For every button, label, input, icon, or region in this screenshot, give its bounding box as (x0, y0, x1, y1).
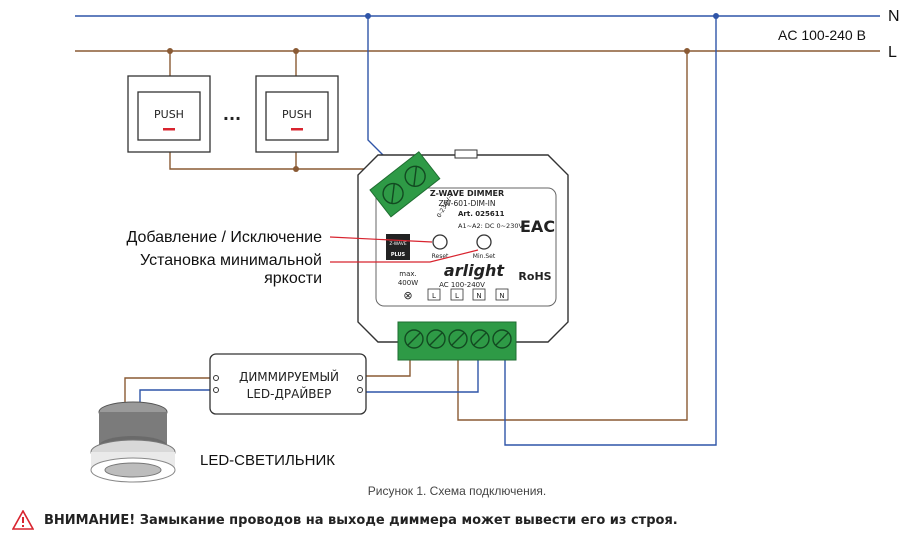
max-label: max. (399, 270, 416, 278)
svg-text:PLUS: PLUS (391, 252, 406, 258)
terminal-label: N (499, 292, 504, 300)
push-label: PUSH (282, 108, 312, 121)
reset-button[interactable] (432, 234, 448, 250)
power-label: 400W (398, 279, 418, 287)
dimmer-model: ZW-601-DIM-IN (439, 199, 496, 208)
push-switch-1: PUSH (127, 75, 211, 153)
figure-caption: Рисунок 1. Схема подключения. (367, 484, 547, 498)
eac-mark: EAC (520, 217, 555, 236)
callout-line (330, 249, 479, 263)
dimmer-art: Art. 025611 (458, 210, 505, 218)
led-driver: ДИММИРУЕМЫЙ LED-ДРАЙВЕР (209, 353, 367, 415)
min-set-button[interactable] (476, 234, 492, 250)
push-label: PUSH (154, 108, 184, 121)
led-luminaire-icon (90, 401, 176, 483)
zwave-plus-badge (386, 234, 410, 260)
terminal-label: L (455, 292, 459, 300)
warning-block: ВНИМАНИЕ! Замыкание проводов на выходе д… (12, 510, 678, 530)
neutral-label: N (888, 8, 900, 25)
callout-line (329, 236, 433, 243)
input-terminal-block (369, 151, 441, 218)
voltage-label: AC 100-240 B (778, 27, 866, 43)
driver-label-2: LED-ДРАЙВЕР (247, 386, 332, 401)
reset-label: Reset (432, 253, 449, 260)
callout-min-brightness: Установка минимальной (140, 252, 322, 269)
switch-ellipsis: ... (223, 105, 241, 124)
driver-label-1: ДИММИРУЕМЫЙ (239, 369, 339, 384)
brand-logo: arlight (444, 261, 506, 280)
warning-triangle-icon (12, 510, 34, 530)
dimmer-title: Z-WAVE DIMMER (430, 189, 504, 198)
svg-text:Z-WAVE: Z-WAVE (389, 241, 407, 247)
min-set-label: Min.Set (473, 253, 496, 260)
callout-min-brightness-2: яркости (264, 270, 322, 287)
rohs-mark: RoHS (518, 270, 551, 283)
warning-text: ВНИМАНИЕ! Замыкание проводов на выходе д… (44, 512, 678, 528)
terminal-label: L (432, 292, 436, 300)
live-label: L (888, 44, 897, 61)
output-terminal-block (397, 321, 517, 361)
ac-range-label: AC 100-240V (439, 281, 485, 289)
terminal-label: N (476, 292, 481, 300)
callout-add-remove: Добавление / Исключение (126, 229, 322, 246)
push-switch-2: PUSH (255, 75, 339, 153)
dimmer-module: Z-WAVE DIMMER ZW-601-DIM-IN Art. 025611 … (357, 149, 569, 361)
luminaire-label: LED-СВЕТИЛЬНИК (200, 452, 335, 469)
dimmer-input-spec: A1~A2: DC 0~230V~ (458, 222, 528, 230)
load-symbol: ⊗ (403, 289, 412, 302)
